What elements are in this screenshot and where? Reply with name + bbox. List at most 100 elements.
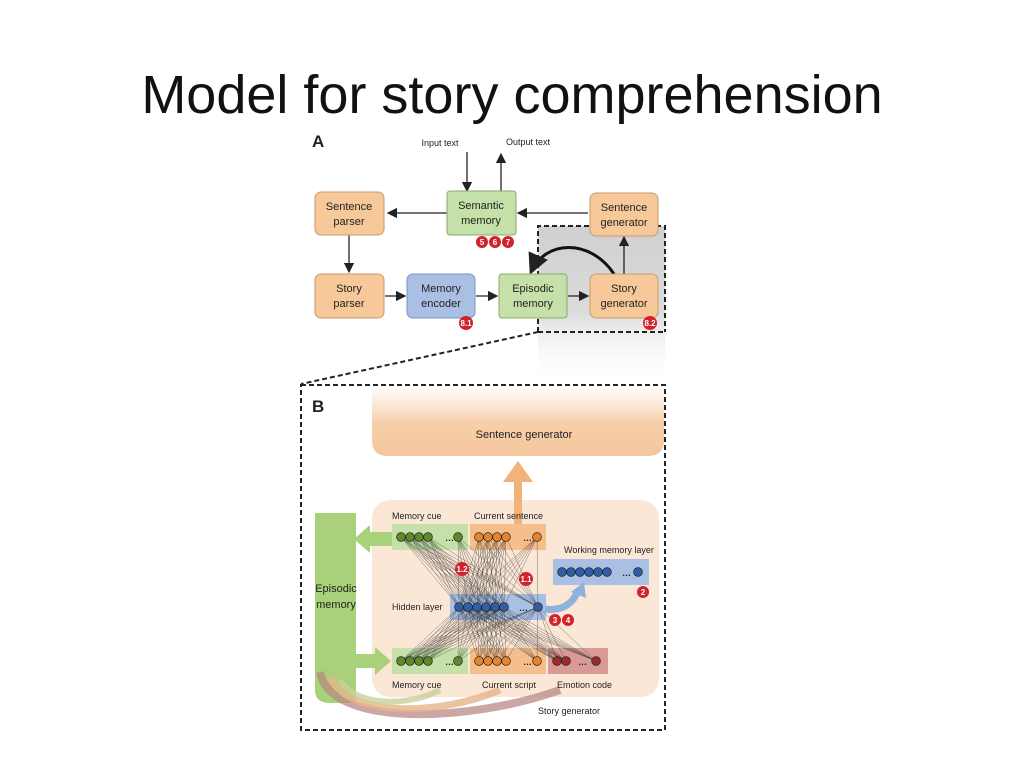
hidden-layer-nodes [454,602,543,612]
zoom-connector [300,331,539,385]
connection-line [503,606,538,662]
panel-b-frame [300,384,666,731]
arrow-to-episodic [354,525,393,553]
svg-text:…: … [523,533,532,543]
connection-line [487,536,539,608]
working-memory-label: Working memory layer [564,545,654,555]
sentence-generator-box: Sentence generator [589,192,659,237]
network-node [593,567,603,577]
connection-line [494,536,538,608]
connection-line [409,606,539,662]
story-parser-box: Story parser [314,273,385,319]
network-node [584,567,594,577]
network-node [405,656,415,666]
badge-4: 4 [562,614,574,626]
network-node [552,656,562,666]
network-node [414,656,424,666]
svg-text:7: 7 [506,238,511,247]
connection-line [400,536,469,608]
svg-text:generator: generator [600,217,647,229]
panel-b-letter: B [312,397,324,416]
hidden-layer-label: Hidden layer [392,602,443,612]
network-node [414,532,424,542]
svg-text:Episodic: Episodic [315,583,357,595]
network-node [566,567,576,577]
connection-line [467,606,538,662]
network-node [501,656,511,666]
network-node [463,602,473,612]
input-text-label: Input text [421,138,459,148]
slide-title: Model for story comprehension [141,65,883,125]
svg-text:3: 3 [553,616,558,625]
svg-text:parser: parser [333,216,365,228]
connection-line [494,606,597,662]
svg-text:2: 2 [641,588,646,597]
connection-line [476,606,558,662]
connection-line [458,606,538,662]
svg-text:memory: memory [461,215,501,227]
connection-line [536,606,539,662]
badge-8-2: 8.2 [643,316,657,330]
network-node [492,532,502,542]
current-sentence-nodes [474,532,542,542]
network-node [481,602,491,612]
memory-cue-top-label: Memory cue [392,511,442,521]
badge-1-2: 1.2 [455,562,469,576]
connection-line [496,536,505,608]
network-node [423,656,433,666]
svg-text:8.2: 8.2 [644,319,656,328]
connection-line [457,536,487,608]
network-node [602,567,612,577]
connection-line [400,606,539,662]
connection-line [457,606,478,662]
connection-line [505,536,539,608]
network-node [490,602,500,612]
arrow-from-episodic [356,647,391,675]
connection-line [478,606,487,662]
connection-line [503,536,538,608]
network-node [472,602,482,612]
svg-text:5: 5 [480,238,485,247]
semantic-memory-box: Semantic memory [446,190,517,236]
emotion-code-label: Emotion code [557,680,612,690]
connection-line [467,536,538,608]
network-node [575,567,585,577]
connection-line [537,606,597,662]
svg-text:Memory: Memory [421,283,461,295]
connection-line [467,606,558,662]
connection-line [418,536,539,608]
connection-line [476,606,597,662]
connection-line [400,536,539,608]
network-node [532,532,542,542]
badge-2: 2 [637,586,649,598]
connection-line [485,606,538,662]
network-node [483,656,493,666]
svg-text:8.1: 8.1 [460,319,472,328]
connection-line [487,606,539,662]
connection-line [476,536,538,608]
connection-line [496,606,539,662]
episodic-memory-column [315,513,356,703]
connection-line [458,606,597,662]
connection-line [503,606,597,662]
network-node [633,567,643,577]
feedback-flow-orange [326,674,502,713]
svg-text:1.2: 1.2 [456,565,468,574]
sentence-generator-band [372,388,664,456]
connection-line [458,536,480,608]
current-sentence-label: Current sentence [474,511,543,521]
svg-text:parser: parser [333,298,365,310]
connection-line [418,606,539,662]
feedback-flow-red [316,670,562,719]
connection-line [400,536,478,608]
connection-line [478,606,505,662]
connection-line [536,536,539,608]
badge-5: 5 [476,236,488,248]
sentence-parser-box: Sentence parser [314,191,385,236]
connection-line [478,606,496,662]
connection-line [494,606,538,662]
connection-line [400,606,460,662]
svg-text:memory: memory [316,599,356,611]
badge-1-1: 1.1 [519,572,533,586]
connection-line [458,606,558,662]
